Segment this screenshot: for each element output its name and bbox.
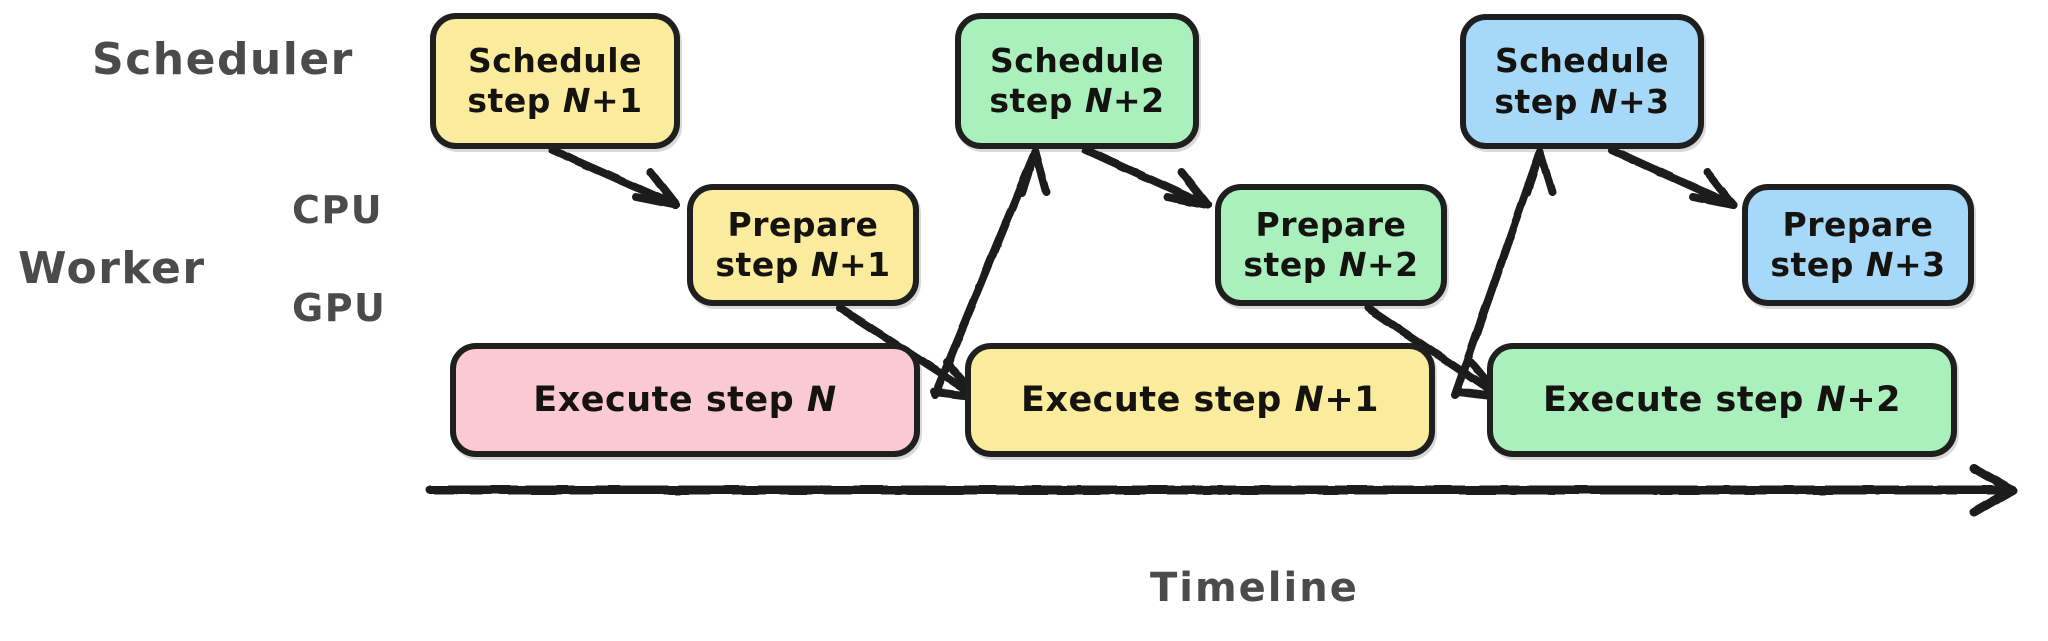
node-line2-var: N bbox=[562, 81, 591, 120]
node-line2-var: N bbox=[1589, 81, 1618, 121]
node-prepare-step-n2[interactable]: Prepare step N+2 bbox=[1215, 184, 1447, 306]
node-line1: Prepare bbox=[727, 204, 879, 244]
node-line2-post: +3 bbox=[1893, 245, 1946, 284]
lane-label-scheduler: Scheduler bbox=[92, 34, 354, 85]
node-line1: Prepare bbox=[1782, 204, 1934, 244]
node-line2-var: N bbox=[1338, 245, 1367, 284]
arrow-execute-n1-to-schedule-n3 bbox=[1451, 148, 1556, 399]
lane-label-cpu: CPU bbox=[292, 188, 384, 232]
node-line2-post: +1 bbox=[590, 81, 643, 120]
node-line2-pre: step bbox=[989, 81, 1085, 120]
lane-label-worker: Worker bbox=[18, 243, 206, 294]
node-text-var: N bbox=[1816, 379, 1847, 420]
node-line2-pre: step bbox=[715, 245, 811, 284]
node-line2-pre: step bbox=[467, 81, 563, 120]
timeline-axis-label: Timeline bbox=[1150, 565, 1359, 611]
node-schedule-step-n2[interactable]: Schedule step N+2 bbox=[955, 13, 1199, 149]
timeline-axis bbox=[425, 463, 2017, 517]
node-line2-pre: step bbox=[1243, 245, 1339, 284]
node-line2-post: +3 bbox=[1617, 81, 1670, 121]
node-line1: Schedule bbox=[989, 40, 1164, 80]
node-line2-var: N bbox=[1084, 81, 1113, 120]
lane-label-gpu: GPU bbox=[292, 286, 387, 330]
node-line1: Schedule bbox=[1494, 41, 1669, 81]
node-text-var: N bbox=[806, 379, 837, 420]
node-text-pre: Execute step bbox=[533, 379, 807, 420]
node-line2-var: N bbox=[1865, 245, 1894, 284]
node-text-pre: Execute step bbox=[1020, 379, 1295, 420]
arrow-schedule-n3-to-prepare-n3 bbox=[1608, 146, 1737, 209]
node-line1: Prepare bbox=[1255, 204, 1407, 244]
node-text-pre: Execute step bbox=[1542, 379, 1817, 420]
arrow-schedule-n1-to-prepare-n1 bbox=[548, 146, 680, 209]
node-line2-var: N bbox=[810, 245, 839, 284]
node-execute-step-n[interactable]: Execute step N bbox=[450, 343, 920, 457]
node-text-post: +2 bbox=[1846, 379, 1902, 420]
node-line2-post: +2 bbox=[1366, 245, 1419, 284]
node-line1: Schedule bbox=[467, 40, 642, 80]
node-line2-post: +2 bbox=[1112, 81, 1165, 120]
arrow-execute-n-to-schedule-n2 bbox=[931, 148, 1050, 399]
node-line2-pre: step bbox=[1494, 81, 1590, 121]
node-execute-step-n1[interactable]: Execute step N+1 bbox=[965, 343, 1435, 457]
node-text-post: +1 bbox=[1324, 379, 1380, 420]
node-line2-post: +1 bbox=[838, 245, 891, 284]
node-prepare-step-n3[interactable]: Prepare step N+3 bbox=[1742, 184, 1974, 306]
node-text-var: N bbox=[1294, 379, 1325, 420]
node-schedule-step-n1[interactable]: Schedule step N+1 bbox=[430, 13, 680, 149]
arrow-schedule-n2-to-prepare-n2 bbox=[1082, 146, 1211, 209]
node-schedule-step-n3[interactable]: Schedule step N+3 bbox=[1460, 14, 1704, 149]
node-line2-pre: step bbox=[1770, 245, 1866, 284]
node-execute-step-n2[interactable]: Execute step N+2 bbox=[1487, 343, 1957, 457]
node-prepare-step-n1[interactable]: Prepare step N+1 bbox=[687, 184, 919, 306]
